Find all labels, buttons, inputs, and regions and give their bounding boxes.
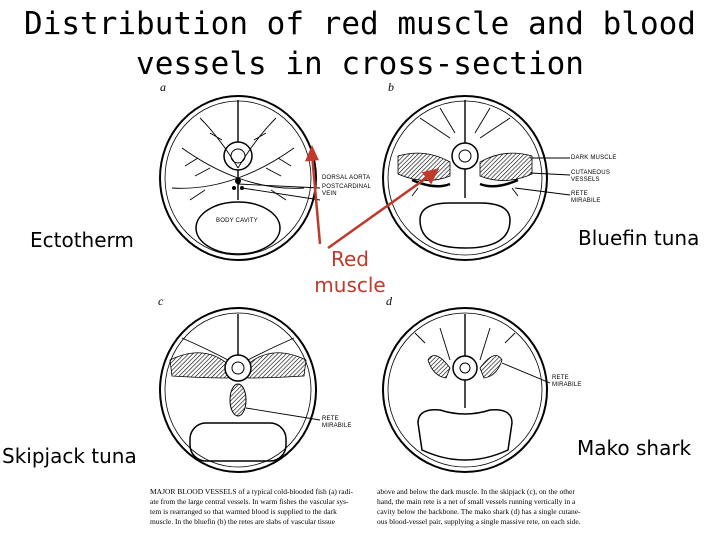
title-line-2: vessels in cross-section (136, 46, 584, 82)
label-rete-mirabile-c: RETE MIRABILE (322, 416, 352, 429)
rete-c (229, 383, 247, 417)
dark-muscle-right (479, 152, 533, 181)
body-cavity-d (417, 409, 513, 461)
panel-letter-c: c (158, 294, 164, 308)
panel-a-ectotherm (159, 95, 321, 261)
label-cutaneous-vessels: CUTANEOUS VESSELS (571, 170, 611, 183)
label-rete-mirabile-d: RETE MIRABILE (552, 375, 582, 388)
label-dark-muscle: DARK MUSCLE (571, 155, 617, 161)
panel-d-mako-shark (382, 307, 551, 473)
vertebra-b (451, 142, 479, 170)
panel-letter-a: a (160, 80, 166, 94)
title-line-1: Distribution of red muscle and blood (24, 6, 696, 42)
vertebra-d (452, 355, 478, 381)
label-mako-shark: Mako shark (577, 436, 692, 460)
panel-letter-b: b (388, 80, 394, 94)
rete-d-right (479, 355, 503, 379)
label-rete-mirabile-b: RETE MIRABILE (571, 191, 601, 204)
dark-muscle-left (397, 152, 451, 181)
body-cavity-c (189, 422, 287, 462)
body-cavity-a (195, 201, 281, 255)
figure-caption-left: MAJOR BLOOD VESSELS of a typical cold-bl… (150, 487, 353, 526)
panel-b-bluefin-tuna (382, 95, 571, 261)
panel-letter-d: d (386, 294, 392, 308)
figure-caption-right: above and below the dark muscle. In the … (377, 487, 581, 526)
vertebra-c (224, 354, 252, 382)
rete-d-left (427, 355, 451, 379)
label-ectotherm: Ectotherm (30, 228, 134, 252)
label-red-muscle: Red muscle (314, 247, 386, 297)
slide-title: Distribution of red muscle and blood ves… (0, 4, 720, 84)
vertebra-a (223, 141, 253, 171)
cross-section-figure (159, 95, 571, 473)
label-body-cavity: BODY CAVITY (216, 218, 258, 224)
label-dorsal-aorta: DORSAL AORTA (322, 175, 371, 181)
body-cavity-b (419, 202, 511, 249)
label-postcardinal-vein: POSTCARDINAL VEIN (322, 184, 372, 197)
panel-c-skipjack-tuna (159, 307, 321, 473)
label-skipjack-tuna: Skipjack tuna (2, 444, 137, 468)
red-muscle-arrows (305, 144, 440, 250)
label-bluefin-tuna: Bluefin tuna (578, 226, 700, 250)
